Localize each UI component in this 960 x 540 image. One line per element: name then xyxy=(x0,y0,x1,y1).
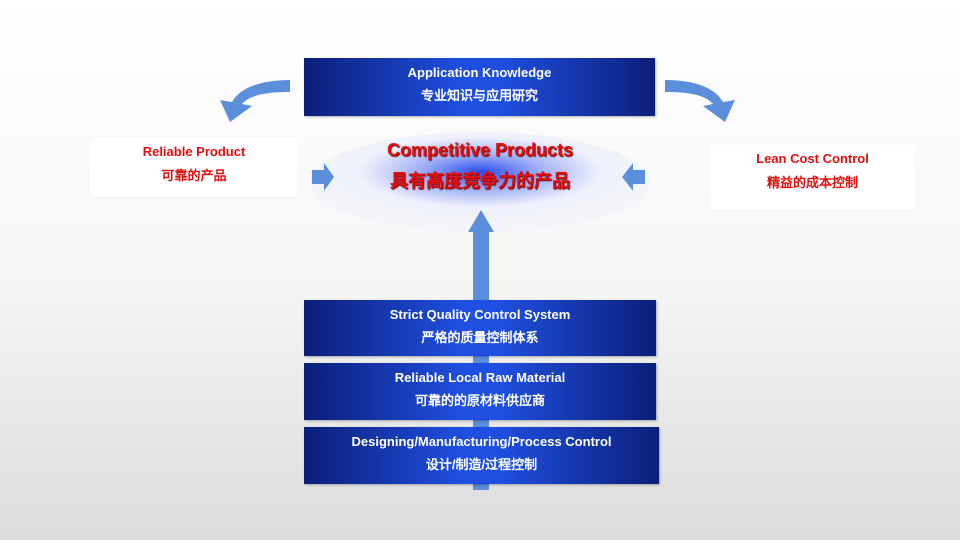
box-subtitle: 专业知识与应用研究 xyxy=(420,88,538,103)
curved-arrow-left-icon xyxy=(220,80,290,122)
raw-material-box: Reliable Local Raw Material 可靠的的原材料供应商 xyxy=(304,363,656,420)
box-title: Designing/Manufacturing/Process Control xyxy=(351,434,612,449)
quality-control-box: Strict Quality Control System 严格的质量控制体系 xyxy=(304,300,656,356)
box-subtitle: 设计/制造/过程控制 xyxy=(425,457,538,472)
box-title: Application Knowledge xyxy=(407,65,552,80)
up-arrow-icon xyxy=(468,210,494,300)
application-knowledge-box: Application Knowledge 专业知识与应用研究 xyxy=(304,58,655,116)
left-arrow-icon xyxy=(622,163,645,191)
box-title: Reliable Product xyxy=(142,144,246,159)
right-arrow-icon xyxy=(312,163,334,191)
lean-cost-control-box: Lean Cost Control 精益的成本控制 xyxy=(710,145,915,209)
box-subtitle: 精益的成本控制 xyxy=(766,175,858,190)
box-subtitle: 可靠的产品 xyxy=(161,168,227,183)
process-control-box: Designing/Manufacturing/Process Control … xyxy=(304,427,659,484)
competitive-products-label: Competitive Products 具有高度竞争力的产品 xyxy=(320,140,640,193)
box-subtitle: 严格的质量控制体系 xyxy=(421,330,539,345)
center-subtitle: 具有高度竞争力的产品 xyxy=(390,171,570,191)
box-subtitle: 可靠的的原材料供应商 xyxy=(414,393,545,408)
center-title: Competitive Products xyxy=(386,140,574,160)
box-title: Reliable Local Raw Material xyxy=(394,370,566,385)
box-title: Lean Cost Control xyxy=(756,151,869,166)
reliable-product-box: Reliable Product 可靠的产品 xyxy=(91,138,297,196)
box-title: Strict Quality Control System xyxy=(389,307,571,322)
curved-arrow-right-icon xyxy=(665,80,735,122)
center-ellipse xyxy=(310,132,650,232)
